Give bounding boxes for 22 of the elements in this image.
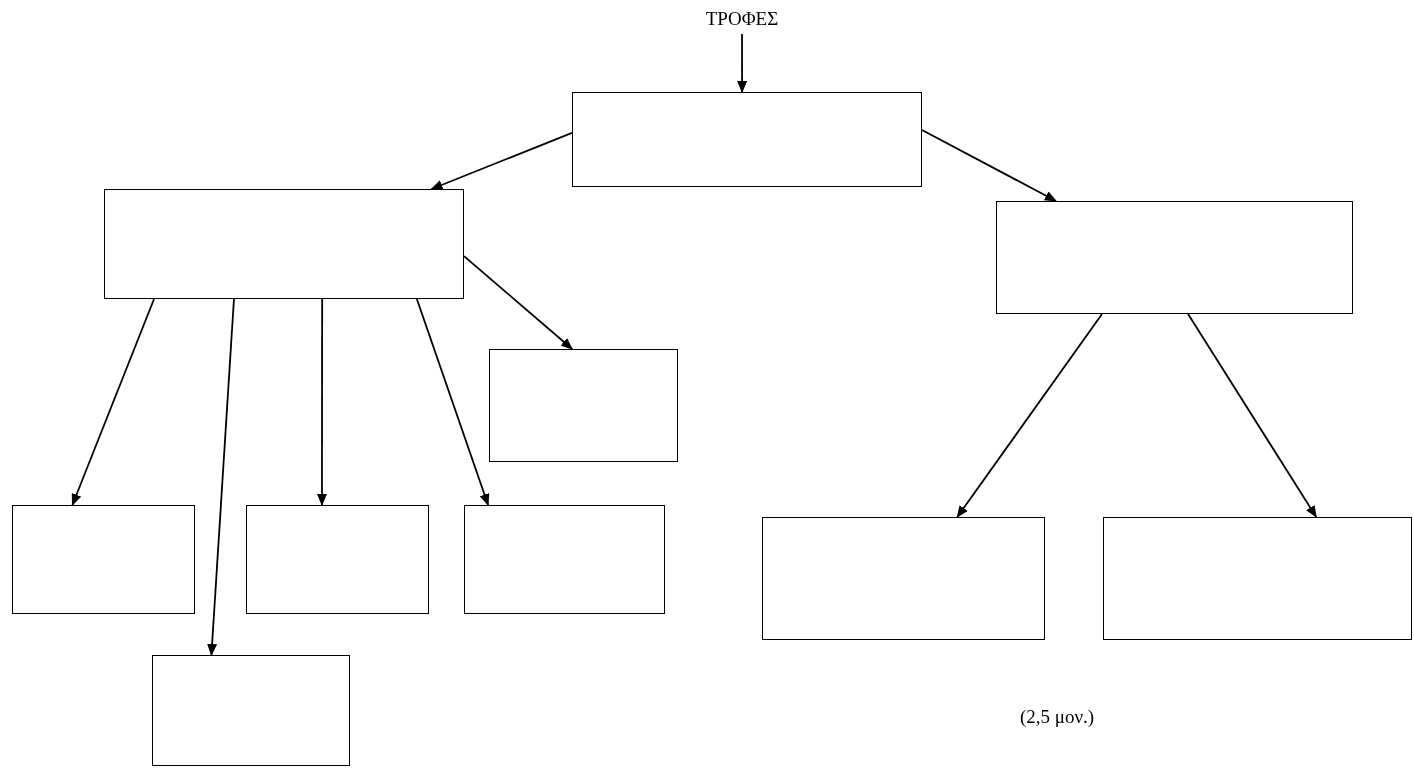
score-note: (2,5 μον.): [1020, 706, 1095, 728]
heading-text: ΤΡΟΦΕΣ: [688, 8, 796, 30]
arrow: [956, 313, 1103, 518]
empty-box: [104, 189, 464, 299]
arrow: [415, 298, 490, 506]
empty-box: [152, 655, 350, 766]
empty-box: [12, 505, 195, 614]
empty-box: [1103, 517, 1412, 640]
empty-box: [996, 201, 1353, 314]
empty-box: [489, 349, 678, 462]
arrow: [207, 298, 235, 656]
empty-box: [464, 505, 665, 614]
empty-box: [762, 517, 1045, 640]
empty-box: [572, 92, 922, 187]
arrow: [921, 129, 1057, 202]
arrow: [430, 131, 573, 190]
arrow: [71, 298, 155, 506]
arrow: [1187, 313, 1318, 518]
arrow: [737, 33, 748, 93]
arrow: [316, 298, 327, 506]
empty-box: [246, 505, 429, 614]
arrow: [463, 255, 574, 350]
